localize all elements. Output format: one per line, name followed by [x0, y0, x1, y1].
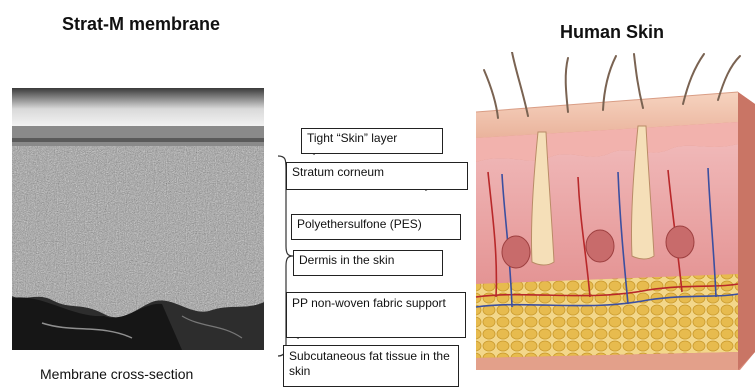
label-box-stratum-corneum: Stratum corneum — [286, 162, 468, 190]
label-box-tight-skin-layer: Tight “Skin” layer — [301, 128, 443, 154]
label-text: Dermis in the skin — [299, 253, 394, 267]
label-box-polyethersulfone: Polyethersulfone (PES) — [291, 214, 461, 240]
skin-cross-section-illustration-icon — [468, 52, 755, 370]
label-box-subcutaneous-fat: Subcutaneous fat tissue in the skin — [283, 345, 459, 387]
label-text: Polyethersulfone (PES) — [297, 217, 422, 231]
label-box-pp-fabric: PP non-woven fabric support — [286, 292, 466, 338]
label-text: Tight “Skin” layer — [307, 131, 397, 145]
label-text: Stratum corneum — [292, 165, 384, 179]
label-text: Subcutaneous fat tissue in the skin — [289, 349, 450, 378]
label-text: PP non-woven fabric support — [292, 296, 446, 310]
label-box-dermis: Dermis in the skin — [293, 250, 443, 276]
